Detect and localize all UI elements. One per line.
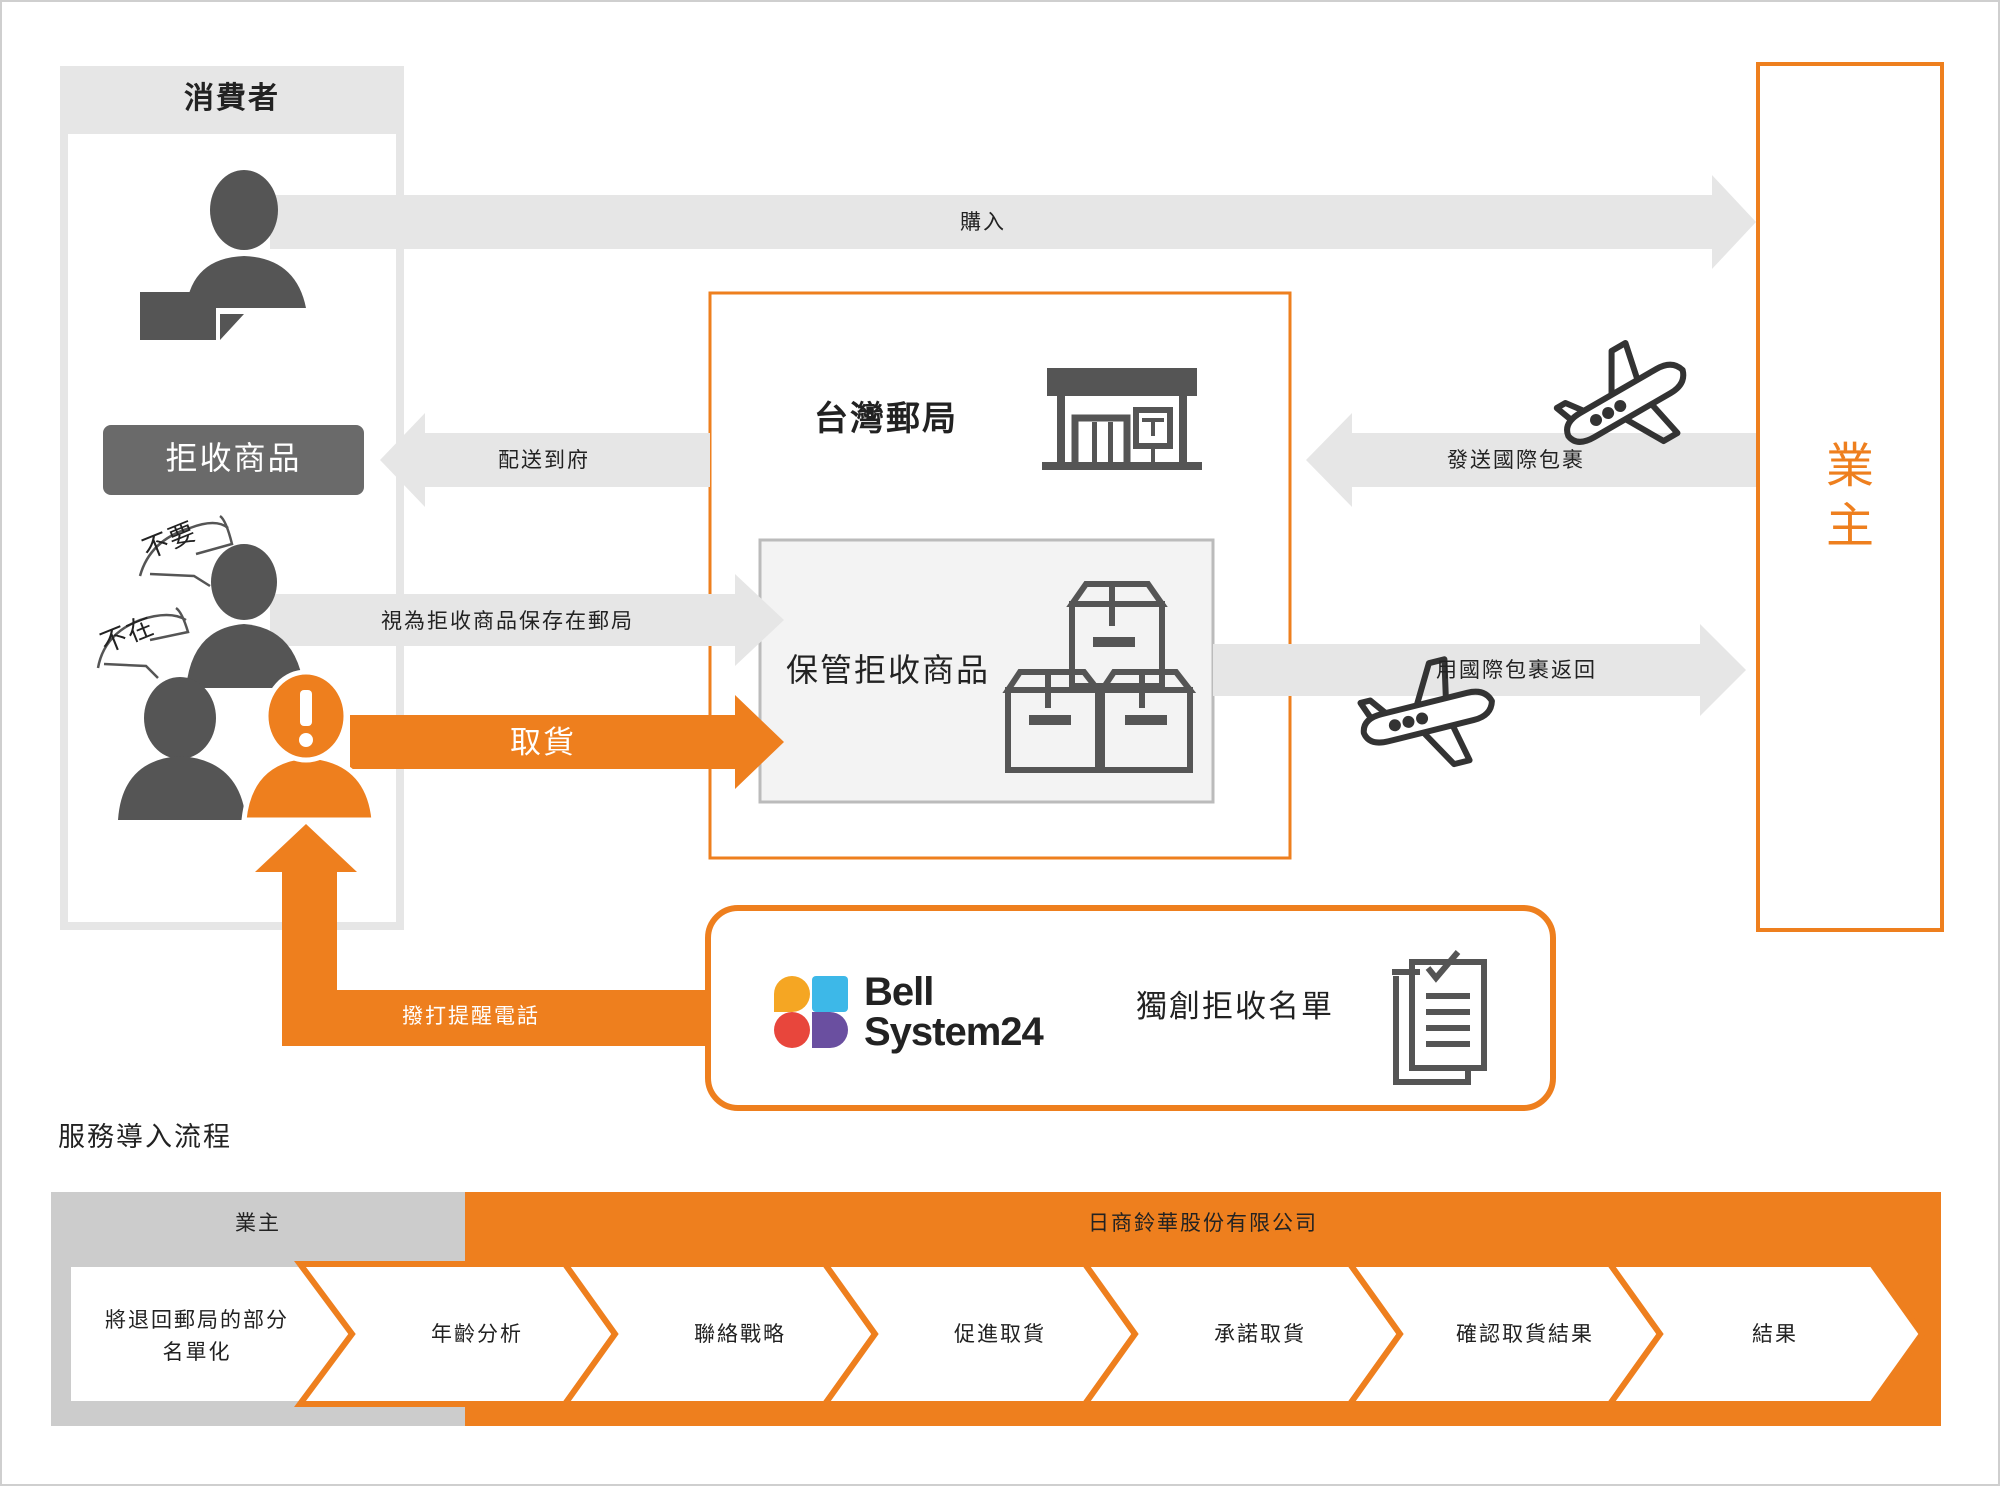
process-chevrons <box>65 1261 1926 1407</box>
process-step-2: 年齡分析 <box>431 1322 523 1346</box>
bellsystem-list-label: 獨創拒收名單 <box>1136 989 1334 1025</box>
send-international-arrow <box>1306 413 1756 507</box>
post-office-icon <box>1042 368 1202 470</box>
process-step-1-line2: 名單化 <box>162 1340 232 1364</box>
process-owner-label: 業主 <box>235 1211 281 1235</box>
process-step-6: 確認取貨結果 <box>1456 1322 1594 1346</box>
speech-bubble-no-need <box>138 514 234 588</box>
bellsystem-logo-line2: System24 <box>864 1010 1044 1054</box>
storage-label: 保管拒收商品 <box>786 651 991 689</box>
process-step-4: 促進取貨 <box>954 1322 1046 1346</box>
warning-icon <box>299 690 313 747</box>
process-step-5: 承諾取貨 <box>1214 1322 1306 1346</box>
purchase-arrow <box>270 175 1756 269</box>
owner-panel <box>1756 62 1944 932</box>
laptop-icon <box>140 292 244 340</box>
post-office-panel <box>708 291 1292 860</box>
reject-badge <box>103 425 364 495</box>
reminder-call-arrow <box>255 824 706 1046</box>
bellsystem-logo-mark <box>774 976 848 1048</box>
owner-label: 業主 <box>1758 436 1942 556</box>
reject-badge-label: 拒收商品 <box>165 439 302 477</box>
home-delivery-arrow <box>380 413 710 507</box>
consumer-panel <box>60 66 404 930</box>
bellsystem-panel <box>705 905 1556 1111</box>
process-step-7: 結果 <box>1752 1322 1798 1346</box>
home-delivery-label: 配送到府 <box>498 448 590 472</box>
pickup-arrow <box>350 695 784 789</box>
speech-bubble-absent <box>96 606 190 679</box>
process-step-3: 聯絡戰略 <box>694 1322 786 1346</box>
process-company-label: 日商鈴華股份有限公司 <box>1088 1211 1318 1235</box>
return-international-label: 用國際包裹返回 <box>1436 658 1597 682</box>
airplane-icon <box>1357 656 1495 768</box>
post-office-title: 台灣郵局 <box>814 399 958 439</box>
person-icon <box>118 677 246 820</box>
reminder-call-label: 撥打提醒電話 <box>402 1004 540 1028</box>
process-title: 服務導入流程 <box>58 1122 232 1153</box>
owner-label-char-1: 業主 <box>1825 438 1874 554</box>
person-icon <box>186 544 304 688</box>
consumer-title: 消費者 <box>184 81 280 116</box>
purchase-label: 購入 <box>960 210 1006 234</box>
bellsystem-logo-line1: Bell <box>864 970 934 1014</box>
return-international-arrow <box>1213 624 1746 716</box>
document-list-icon <box>1392 950 1487 1085</box>
boxes-icon <box>1002 581 1197 773</box>
send-international-label: 發送國際包裹 <box>1447 448 1585 472</box>
process-step-1-line1: 將退回郵局的部分 <box>105 1308 289 1332</box>
airplane-icon <box>1553 339 1687 445</box>
pickup-label: 取貨 <box>510 725 576 761</box>
kept-as-rejected-arrow <box>270 574 784 666</box>
kept-as-rejected-label: 視為拒收商品保存在郵局 <box>381 609 634 633</box>
